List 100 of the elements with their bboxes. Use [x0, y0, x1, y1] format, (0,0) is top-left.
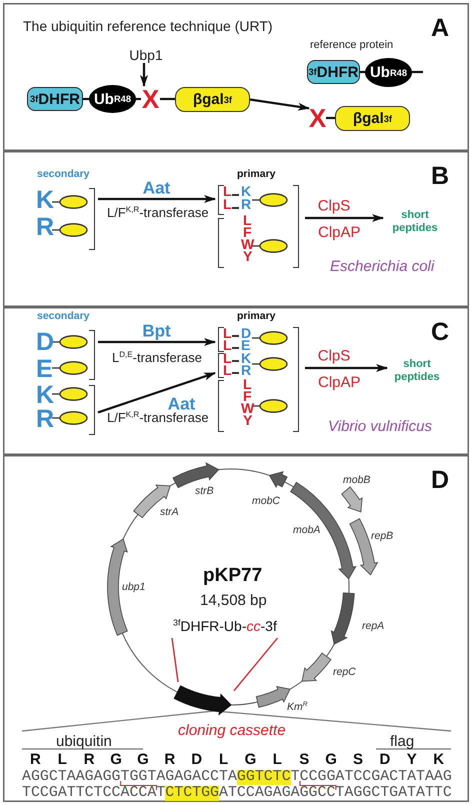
- amino-acid-letter: S: [352, 752, 364, 767]
- amino-acid-letter: G: [244, 752, 258, 767]
- residue-letter: R: [241, 198, 252, 211]
- amino-acid-letter: G: [136, 752, 150, 767]
- dhfr-domain: $^{3f}$DHFR: [27, 87, 83, 111]
- arrow: [98, 195, 216, 203]
- residue-letter: L: [223, 327, 232, 340]
- dhfr-domain: $^{3f}$DHFR: [307, 60, 360, 84]
- amino-acid-letter: L: [56, 752, 68, 767]
- text-label: ubiquitin: [56, 733, 112, 750]
- text-label: repC: [333, 666, 356, 678]
- edge-label: Bpt: [142, 322, 171, 340]
- group-heading: primary: [237, 168, 276, 180]
- text-label: Km$^{R}$: [287, 701, 308, 714]
- product-label: short peptides: [387, 356, 447, 386]
- residue-letter: L: [223, 198, 232, 211]
- text-label: repB: [371, 530, 394, 542]
- text-label: mobA: [293, 524, 320, 536]
- text-label: mobB: [343, 474, 370, 486]
- residue-letter: R: [241, 364, 252, 377]
- amino-acid-letter: K: [432, 752, 446, 767]
- connector-line: [412, 70, 423, 74]
- beta-gal-domain: βgal$^{3f}$: [175, 87, 250, 112]
- amino-acid-letter: R: [29, 752, 42, 767]
- text-label: 14,508 bp: [200, 592, 267, 610]
- panel-letter: D: [430, 466, 449, 495]
- text-label: flag: [390, 733, 414, 750]
- residue-letter: R: [36, 215, 54, 239]
- arrow: [140, 63, 148, 87]
- group-heading: primary: [237, 310, 276, 322]
- ubiquitin-domain: Ub$^{R48}$: [365, 58, 412, 87]
- leader-line: [171, 638, 179, 682]
- residue-letter: K: [241, 352, 252, 365]
- dna-sequence: TCCGGATCCGACTATAAG: [290, 770, 452, 785]
- text-label: Escherichia coli: [330, 258, 434, 276]
- amino-acid-letter: D: [190, 752, 204, 767]
- amino-acid-letter: G: [324, 752, 338, 767]
- panel-letter: C: [430, 318, 449, 347]
- text-label: cloning cassette: [178, 722, 286, 740]
- residue-letter: L: [223, 339, 232, 352]
- amino-acid-letter: R: [163, 752, 176, 767]
- amino-acid-letter: L: [218, 752, 230, 767]
- text-label: repA: [362, 620, 384, 632]
- connector-line: [360, 70, 365, 74]
- residue-letter: K: [241, 185, 252, 198]
- residue-letter: L: [243, 378, 252, 391]
- edge-label: ClpS: [318, 198, 350, 214]
- edge-label: Aat: [142, 180, 170, 196]
- residue-letter: L: [223, 364, 232, 377]
- connector-line: [160, 98, 175, 100]
- text-label: ClpAP: [318, 224, 361, 242]
- residue-letter: Y: [243, 250, 252, 263]
- restriction-site-highlight: GGTCTC: [236, 770, 291, 785]
- dna-sequence: ATCCAGAGAGGCCTAGGCTGATATTC: [219, 786, 452, 801]
- text-label: ClpAP: [318, 374, 361, 392]
- arrow: [305, 364, 388, 372]
- residue-letter: D: [36, 330, 54, 354]
- text-label: pKP77: [203, 565, 262, 587]
- edge-label: ClpS: [318, 348, 350, 364]
- construct-label: $^{3f}$DHFR-Ub-cc-3f: [160, 618, 290, 638]
- residue-letter: K: [36, 383, 54, 407]
- amino-acid-letter: S: [298, 752, 310, 767]
- text-label: reference protein: [310, 39, 394, 52]
- ubiquitin-domain: Ub$^{R48}$: [89, 85, 136, 113]
- panel-frame: [3, 455, 469, 802]
- edge-label: Aat: [168, 395, 196, 412]
- dna-sequence: AGGCTAAGAGGTGGTAGAGACCTA: [22, 770, 237, 785]
- text-label: mobC: [252, 495, 280, 508]
- text-label: ubp1: [122, 581, 146, 594]
- residue-letter: L: [223, 185, 232, 198]
- residue-x-label: X: [309, 106, 326, 130]
- residue-letter: Y: [243, 414, 252, 427]
- panel-letter: A: [430, 14, 449, 43]
- residue-x-label: X: [141, 86, 160, 112]
- amino-acid-letter: Y: [406, 752, 418, 767]
- beta-gal-domain: βgal$^{3f}$: [335, 106, 410, 131]
- residue-letter: F: [243, 390, 252, 403]
- residue-letter: E: [36, 357, 53, 381]
- residue-letter: W: [241, 238, 254, 251]
- residue-letter: L: [243, 214, 252, 227]
- arrow: [305, 214, 384, 222]
- panel-frame: [3, 151, 469, 307]
- product-label: short peptides: [383, 207, 447, 237]
- text-label: Vibrio vulnificus: [328, 418, 432, 436]
- enzyme-label: Ubp1: [127, 46, 165, 63]
- text-label: L/F$^{K,R}$-transferase: [107, 411, 209, 426]
- arrow: [98, 338, 216, 346]
- residue-letter: K: [36, 188, 54, 212]
- connector-line: [136, 98, 141, 100]
- text-label: L/F$^{K,R}$-transferase: [107, 206, 209, 221]
- connector-line: [326, 116, 335, 120]
- amino-acid-letter: G: [109, 752, 123, 767]
- text-label: L$^{D,E}$-transferase: [112, 351, 202, 366]
- residue-letter: E: [241, 339, 250, 352]
- residue-letter: R: [36, 407, 54, 431]
- panel-frame: [3, 307, 469, 455]
- residue-letter: D: [241, 327, 252, 340]
- residue-letter: W: [241, 402, 254, 415]
- residue-letter: L: [223, 352, 232, 365]
- text-label: strA: [160, 506, 179, 518]
